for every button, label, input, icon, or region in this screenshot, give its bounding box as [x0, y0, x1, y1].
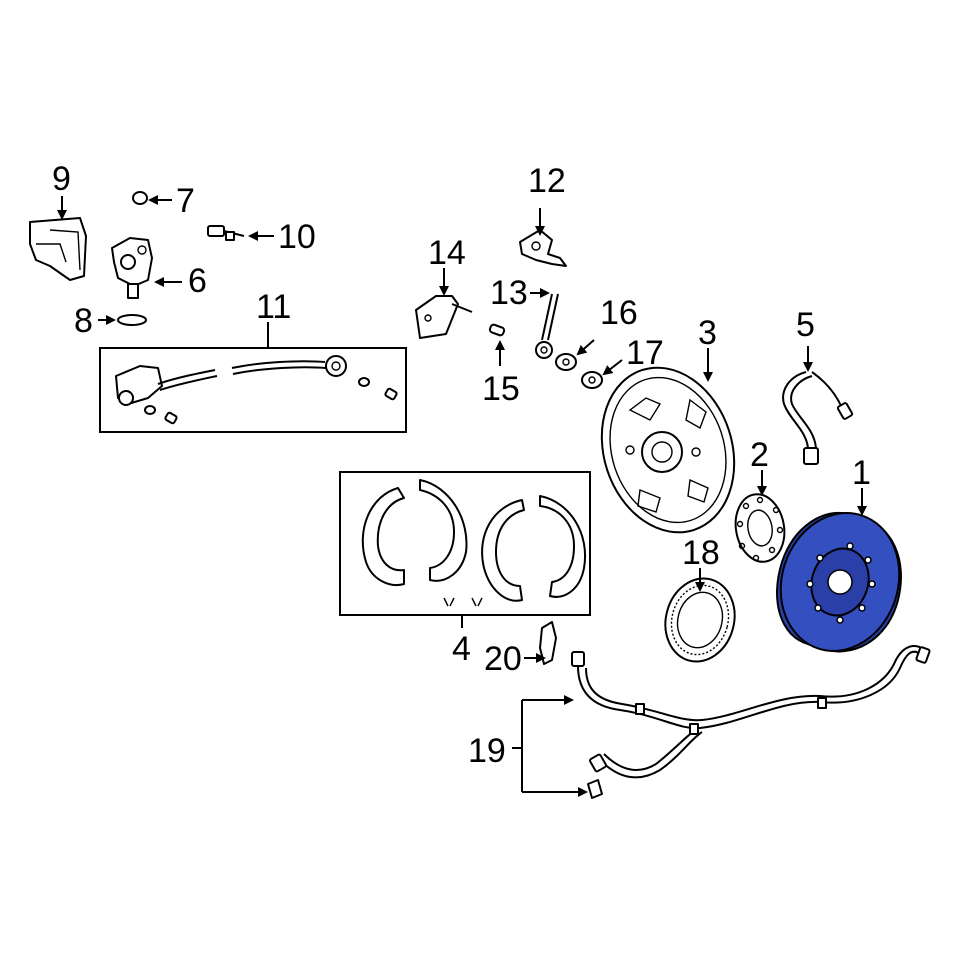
callout-2: 2: [750, 436, 769, 474]
part-5-brake-hose[interactable]: [782, 371, 854, 465]
callout-10: 10: [278, 218, 316, 256]
part-16-nut[interactable]: [555, 353, 577, 371]
part-18-tone-ring[interactable]: [656, 571, 743, 670]
callout-6: 6: [188, 262, 207, 300]
part-3-backing-plate[interactable]: [581, 350, 755, 549]
part-17-washer[interactable]: [581, 371, 603, 389]
leader-16: [576, 339, 595, 356]
callout-16: 16: [600, 294, 638, 332]
callout-15: 15: [482, 370, 520, 408]
callout-19: 19: [468, 732, 506, 770]
part-11-box: [99, 347, 407, 433]
part-4-box: [339, 471, 591, 616]
part-1-brake-drum[interactable]: [763, 498, 917, 667]
part-9-cover[interactable]: [29, 217, 87, 281]
callout-4: 4: [452, 630, 471, 668]
callout-1: 1: [852, 454, 871, 492]
part-11-cable[interactable]: [115, 355, 398, 425]
part-7-cap[interactable]: [132, 191, 148, 205]
part-8-gasket[interactable]: [117, 314, 147, 326]
callout-13: 13: [490, 274, 528, 312]
callout-20: 20: [484, 640, 522, 678]
part-12-lever[interactable]: [519, 229, 567, 267]
callout-11: 11: [256, 288, 291, 326]
part-4-brake-shoes[interactable]: [361, 479, 587, 607]
callout-8: 8: [74, 302, 93, 340]
part-13-rod[interactable]: [535, 293, 559, 359]
leader-17: [602, 359, 623, 376]
part-6-valve[interactable]: [111, 237, 153, 299]
part-14-bracket[interactable]: [415, 295, 473, 339]
part-10-bolt[interactable]: [207, 225, 245, 241]
callout-12: 12: [528, 162, 566, 200]
callout-7: 7: [176, 182, 195, 220]
part-2-gasket[interactable]: [730, 490, 789, 565]
callout-14: 14: [428, 234, 466, 272]
callout-5: 5: [796, 306, 815, 344]
callout-17: 17: [626, 334, 664, 372]
part-15-pin[interactable]: [488, 323, 506, 337]
callout-9: 9: [52, 160, 71, 198]
callout-18: 18: [682, 534, 720, 572]
callout-3: 3: [698, 314, 717, 352]
part-19-wire-harness[interactable]: [571, 645, 931, 799]
